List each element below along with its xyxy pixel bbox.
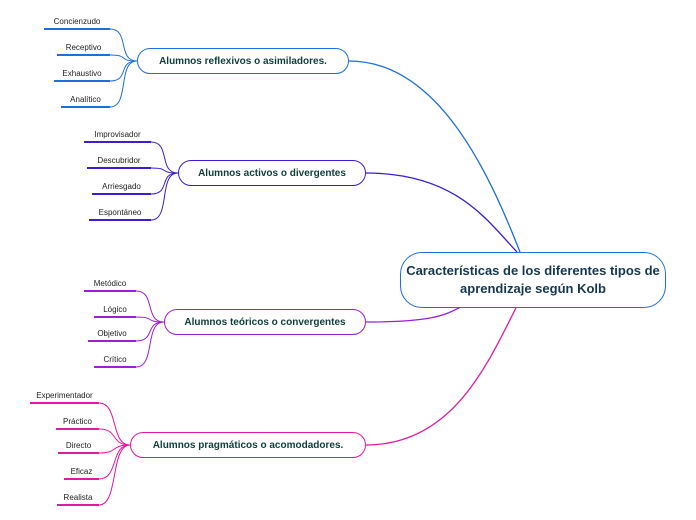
branch-pragmaticos-label: Alumnos pragmáticos o acomodadores. [152,439,344,451]
leaf-connector [150,167,179,174]
leaf-analitico[interactable]: Analítico [61,94,110,108]
leaf-experimentador[interactable]: Experimentador [30,390,99,404]
branch-teoricos[interactable]: Alumnos teóricos o convergentes [164,309,366,335]
branch-teoricos-label: Alumnos teóricos o convergentes [184,316,346,328]
leaf-descubridor[interactable]: Descubridor [87,155,151,169]
branch-pragmaticos[interactable]: Alumnos pragmáticos o acomodadores. [130,432,366,458]
leaf-connector [98,402,131,446]
root-topic-label: Características de los diferentes tipos … [406,263,660,296]
branch-connector [365,299,521,446]
branch-reflexivos[interactable]: Alumnos reflexivos o asimiladores. [137,48,349,74]
leaf-arriesgado[interactable]: Arriesgado [92,181,151,195]
branch-connector [365,172,518,253]
leaf-connector [150,172,179,195]
leaf-logico[interactable]: Lógico [94,304,136,318]
leaf-connector [109,54,138,62]
leaf-exhaustivo[interactable]: Exhaustivo [54,68,110,82]
leaf-connector [98,444,131,506]
leaf-connector [98,428,131,446]
root-topic[interactable]: Características de los diferentes tipos … [400,252,666,308]
leaf-critico[interactable]: Crítico [94,354,136,368]
leaf-connector [135,321,165,342]
leaf-receptivo[interactable]: Receptivo [57,42,110,56]
leaf-eficaz[interactable]: Eficaz [64,466,99,480]
leaf-connector [135,290,165,323]
leaf-directo[interactable]: Directo [58,440,99,454]
branch-activos-label: Alumnos activos o divergentes [198,167,346,179]
leaf-practico[interactable]: Práctico [56,416,99,430]
leaf-connector [135,321,165,368]
leaf-connector [150,172,179,221]
leaf-metodico[interactable]: Metódico [84,278,136,292]
leaf-objetivo[interactable]: Objetivo [88,328,136,342]
leaf-connector [150,141,179,174]
leaf-connector [109,28,138,62]
leaf-concienzudo[interactable]: Concienzudo [44,16,110,30]
leaf-connector [109,60,138,108]
leaf-realista[interactable]: Realista [57,492,99,506]
leaf-espontaneo[interactable]: Espontáneo [89,207,151,221]
branch-connector [348,60,521,253]
branch-activos[interactable]: Alumnos activos o divergentes [178,160,366,186]
leaf-improvisador[interactable]: Improvisador [84,129,151,143]
leaf-connector [109,60,138,82]
branch-reflexivos-label: Alumnos reflexivos o asimiladores. [159,55,327,67]
